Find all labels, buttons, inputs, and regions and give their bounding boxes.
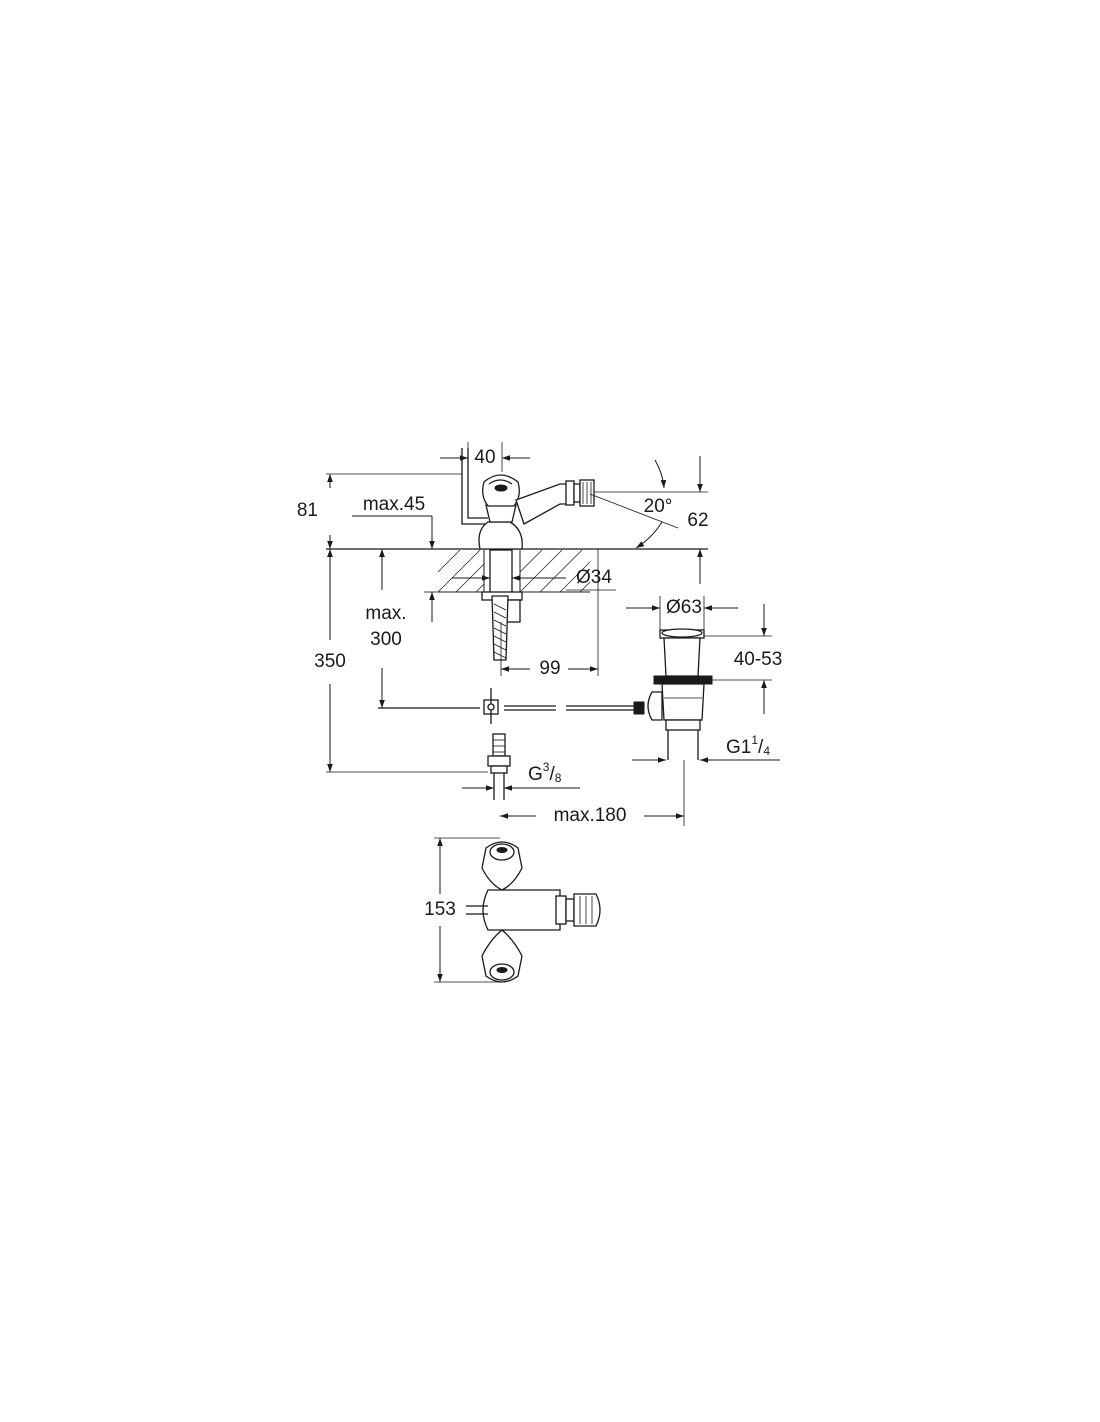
label-spray-angle: 20° [644, 496, 673, 517]
supply-connection [487, 733, 511, 800]
label-supply-thread: G3/8 [528, 760, 562, 785]
dim-waste-thread: G11/4 [632, 733, 780, 763]
label-deck-thickness: max.45 [363, 494, 425, 515]
top-handle-lower [481, 929, 523, 983]
spray-nozzle [565, 479, 595, 507]
label-supply-thread-main: G [528, 764, 543, 785]
dim-total-height: 350 [314, 549, 488, 773]
top-view-body [482, 889, 561, 931]
dim-top-view-width: 153 [424, 837, 500, 983]
label-supply-thread-den: 8 [555, 771, 562, 785]
label-waste-thread-main: G1 [726, 737, 751, 758]
label-hole-diameter: Ø34 [576, 567, 612, 588]
shank-and-hose [481, 549, 523, 661]
dim-supply-thread: G3/8 [462, 760, 580, 791]
label-waste-offset: 99 [539, 658, 560, 679]
dim-spray: 20° 62 [589, 456, 709, 584]
deck-section [437, 549, 591, 593]
faucet-body [461, 448, 595, 550]
label-waste-diameter: Ø63 [666, 597, 702, 618]
label-waste-thread-sep: / [758, 737, 764, 758]
top-handle-upper [481, 841, 523, 891]
dim-deck-thickness: max.45 [352, 494, 440, 622]
side-view: 40 81 max.45 20° 62 [297, 442, 782, 826]
dim-hole-diameter: Ø34 [452, 567, 616, 591]
label-waste-thread: G11/4 [726, 733, 770, 758]
label-max-depth-line1: max. [365, 603, 406, 624]
label-spray-height: 62 [687, 510, 708, 531]
dim-waste-diameter: Ø63 [626, 596, 738, 630]
waste-assembly [647, 628, 713, 760]
label-handle-spacing: 40 [474, 447, 495, 468]
popup-linkage [378, 688, 645, 724]
label-waste-thread-num: 1 [751, 733, 758, 747]
label-waste-thread-den: 4 [763, 744, 770, 758]
label-height-above-deck: 81 [297, 500, 318, 521]
dim-height-above-deck: 81 [297, 473, 462, 549]
label-total-height: 350 [314, 651, 346, 672]
top-view: 153 [424, 837, 601, 983]
dim-handle-spacing: 40 [440, 442, 530, 472]
label-waste-distance: max.180 [554, 805, 627, 826]
dim-waste-distance: max.180 [500, 760, 685, 826]
dim-waste-offset: 99 [500, 549, 599, 679]
label-supply-thread-num: 3 [543, 760, 550, 774]
dim-max-depth: max. 300 [365, 549, 407, 708]
label-supply-thread-sep: / [549, 764, 555, 785]
label-top-view-width: 153 [424, 899, 456, 920]
label-waste-range: 40-53 [734, 649, 783, 670]
label-max-depth-line2: 300 [370, 629, 402, 650]
deck-hatching [437, 549, 591, 593]
dim-waste-range: 40-53 [704, 604, 782, 714]
